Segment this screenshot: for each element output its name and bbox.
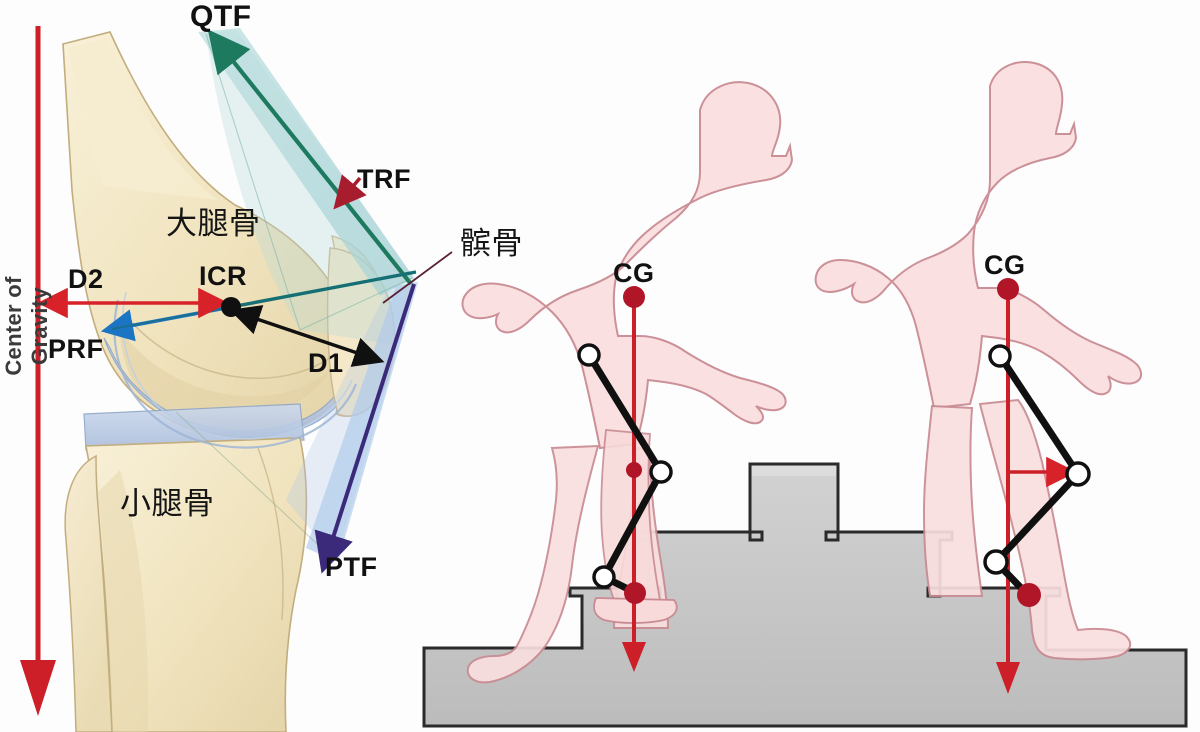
prf-label: PRF (48, 334, 104, 364)
tibia-medial-shade (98, 470, 149, 732)
figure-left-group (461, 81, 794, 684)
femur-label: 大腿骨 (166, 206, 261, 242)
trf-label: TRF (357, 164, 411, 194)
qtf-arrow (207, 29, 413, 286)
fibula-bone (64, 454, 113, 732)
joint-capsule-outline (113, 299, 358, 449)
patella-label: 髌骨 (460, 226, 523, 262)
figure-left-cg-dot (623, 286, 645, 308)
figure-left-gravity-arrowhead (622, 642, 646, 672)
figure-left-knee-joint (649, 460, 673, 484)
center-of-gravity-axis (20, 26, 56, 716)
figure-right-silhouette (814, 61, 1142, 410)
center-of-gravity-label: Center of Gravity (1, 276, 52, 376)
qtf-label: QTF (190, 0, 252, 33)
knee-anatomy-group (62, 28, 418, 732)
construction-line-tibia (175, 411, 331, 557)
figure-right-femur-link (996, 352, 1082, 478)
tibia-label: 小腿骨 (120, 486, 215, 522)
staircase-top-highlight (752, 466, 836, 476)
figure-left-ankle-joint (592, 565, 616, 589)
figure-left-ground-reaction-marker (624, 582, 646, 604)
cg-label-left: CG (613, 258, 655, 288)
d2-label: D2 (68, 264, 104, 294)
figure-right-ground-reaction-marker (1017, 583, 1041, 607)
cg-label-right: CG (984, 250, 1026, 280)
figure-right-hip-joint (988, 344, 1012, 368)
figure-right-tibia-link (992, 470, 1082, 566)
figure-left-tibia-link (600, 468, 665, 581)
icr-point (221, 297, 241, 317)
patella-leader-line (382, 251, 453, 304)
figure-left-knee-moment-marker (626, 462, 642, 478)
quadriceps-fan (206, 30, 416, 344)
femur-shaft-highlight (68, 38, 218, 200)
figure-right-ankle-joint (983, 549, 1009, 575)
femur-condyle-shading (120, 330, 330, 422)
d1-arrow (229, 305, 385, 367)
icr-to-condyle-line (230, 270, 417, 309)
figure-right-group (814, 61, 1142, 694)
tibial-tuberosity-line (257, 447, 284, 621)
joint-capsule-outline-2 (121, 291, 353, 440)
figure-left-silhouette (461, 81, 794, 450)
ptf-label: PTF (325, 552, 378, 582)
figure-left-femur-link (585, 351, 665, 476)
cog-arrowhead (20, 660, 56, 716)
patellar-tendon-band (306, 282, 418, 562)
icr-label: ICR (199, 261, 247, 291)
force-vector-group (37, 29, 453, 574)
d1-label: D1 (308, 348, 344, 378)
figure-left-hip-joint (577, 343, 601, 367)
ptf-arrow (314, 283, 416, 574)
figure-right-cg-dot (997, 278, 1019, 300)
figure-right-gravity-arrowhead (996, 662, 1020, 694)
trf-arrow (333, 174, 367, 210)
figure-right-trailing-leg (922, 404, 984, 597)
quadriceps-tendon-band (198, 28, 414, 296)
figure-right-knee-joint (1065, 461, 1091, 487)
